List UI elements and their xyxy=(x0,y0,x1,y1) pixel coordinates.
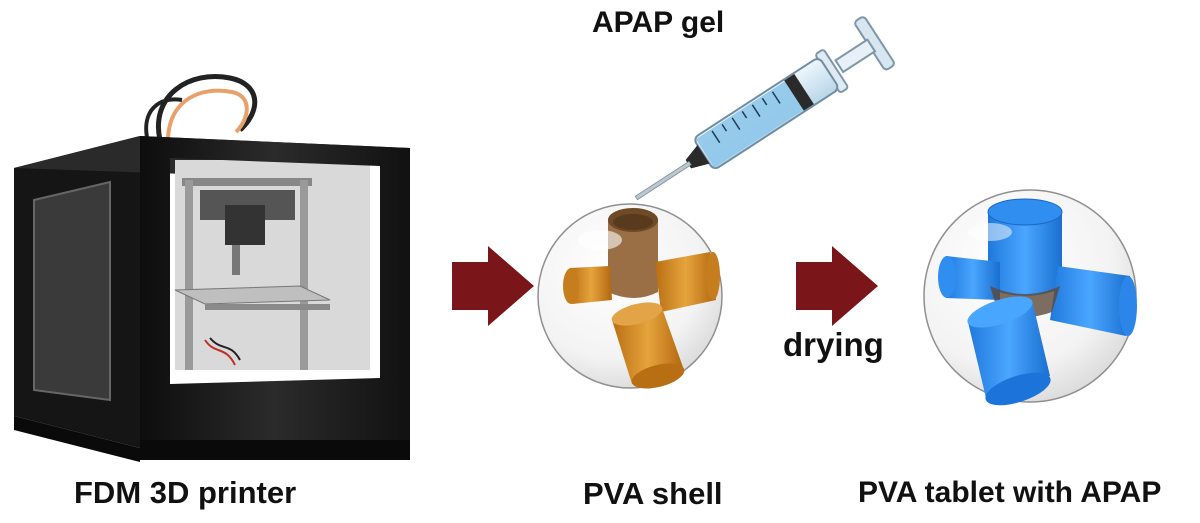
shell-label: PVA shell xyxy=(583,476,723,511)
syringe-icon xyxy=(634,16,895,201)
tablet-label: PVA tablet with APAP xyxy=(858,476,1162,509)
arrow-right-icon xyxy=(796,246,878,326)
drying-label: drying xyxy=(783,326,884,363)
printer-label: FDM 3D printer xyxy=(74,475,297,510)
pva-tablet-sphere xyxy=(923,189,1137,406)
arrow-right-icon xyxy=(452,246,534,326)
pva-shell-sphere xyxy=(537,203,723,389)
gel-label: APAP gel xyxy=(592,6,725,39)
printer-illustration xyxy=(14,74,410,462)
